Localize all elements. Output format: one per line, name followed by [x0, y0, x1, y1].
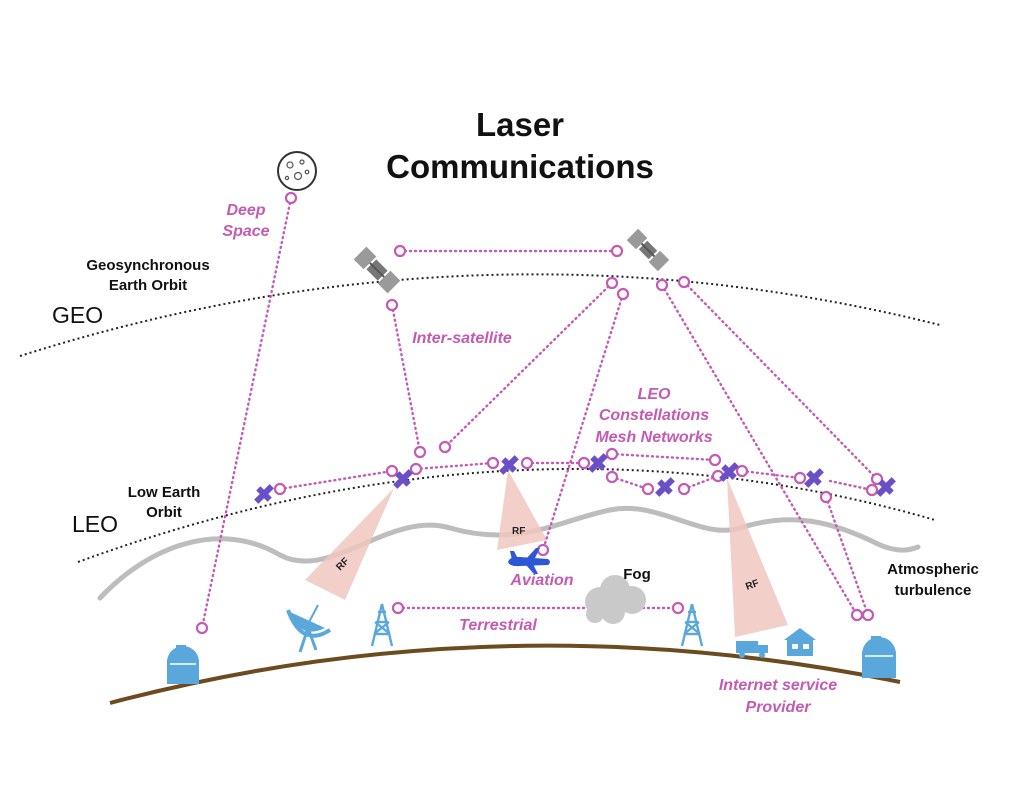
terminal — [610, 244, 624, 258]
terminal — [413, 445, 427, 459]
link-geo-leo-c — [682, 280, 879, 481]
terminal — [438, 440, 452, 454]
terminal — [195, 621, 209, 635]
link-terminals — [195, 191, 884, 635]
observatory-icon — [167, 645, 199, 684]
fog-label: Fog — [623, 566, 651, 583]
airplane-icon — [508, 548, 550, 574]
leo-label: LEO — [72, 511, 118, 537]
leo-satellite-icon — [393, 469, 413, 489]
isp-label-line-2: Provider — [746, 699, 812, 716]
terminal — [385, 464, 399, 478]
terminal — [536, 543, 550, 557]
link-leo-8 — [828, 479, 874, 492]
terminal — [409, 462, 423, 476]
leo-satellite-icon — [254, 484, 274, 504]
geo-name-line-1: Geosynchronous — [86, 257, 209, 274]
link-leo-2 — [414, 461, 495, 471]
atmospheric-label-line-1: Atmospheric — [887, 561, 979, 578]
inter-satellite-label: Inter-satellite — [412, 330, 512, 347]
link-leo-1 — [278, 469, 394, 491]
link-geo-leo-b — [443, 281, 614, 449]
geo-satellite-icon — [626, 228, 670, 272]
leo-satellite-icon — [719, 462, 739, 482]
link-leo-isp-b — [824, 495, 870, 617]
deep-space-label-line-2: Space — [222, 223, 269, 240]
terminal — [385, 298, 399, 312]
dish-antenna-icon — [286, 604, 332, 653]
leo-name-line-1: Low Earth — [128, 484, 201, 501]
leo-constellations-label-line-1: LEO — [638, 386, 671, 403]
geo-name-line-2: Earth Orbit — [109, 277, 187, 294]
title-line-1: Laser — [476, 106, 564, 143]
geo-satellite-icon — [353, 246, 401, 294]
leo-satellite-icon — [655, 477, 675, 497]
radio-tower-icon — [370, 603, 394, 647]
leo-satellite-icon — [876, 477, 896, 497]
link-geo-isp-a — [660, 283, 859, 617]
terminal — [486, 456, 500, 470]
terminal — [861, 608, 875, 622]
atmospheric-label-line-2: turbulence — [895, 582, 972, 599]
link-leo-7 — [740, 469, 802, 480]
geo-label: GEO — [52, 302, 103, 328]
isp-label-line-1: Internet service — [719, 677, 837, 694]
terminal — [671, 601, 685, 615]
truck-icon — [736, 641, 768, 658]
leo-constellations-label-line-3: Mesh Networks — [595, 429, 712, 446]
moon-icon — [277, 151, 317, 191]
terminal — [393, 244, 407, 258]
title-line-2: Communications — [386, 148, 654, 185]
leo-constellations-label-line-2: Constellations — [599, 407, 709, 424]
rf-beam-1 — [305, 488, 394, 600]
terminal — [641, 482, 655, 496]
terminal — [655, 278, 669, 292]
link-leo-5 — [610, 475, 650, 491]
terminal — [850, 608, 864, 622]
leo-satellite-icon — [588, 453, 608, 473]
laser-links — [200, 196, 879, 630]
terminal — [735, 464, 749, 478]
terminal — [677, 275, 691, 289]
terminal — [865, 483, 879, 497]
terminal — [708, 453, 722, 467]
leo-satellite-icon — [499, 455, 519, 475]
geo-orbit-line — [19, 273, 941, 357]
aviation-label: Aviation — [509, 572, 573, 589]
terminal — [819, 490, 833, 504]
fog-cloud-icon — [585, 575, 646, 624]
terminal — [605, 276, 619, 290]
leo-satellite-icon — [804, 468, 824, 488]
rf-beam-3 — [727, 478, 788, 637]
leo-name-line-2: Orbit — [146, 504, 182, 521]
rf-beam-2 — [497, 470, 547, 550]
terminal — [577, 456, 591, 470]
radio-tower-icon — [680, 603, 704, 647]
terminal — [793, 471, 807, 485]
terminal — [605, 447, 619, 461]
link-deep-space — [200, 196, 293, 630]
terrestrial-label: Terrestrial — [459, 617, 537, 634]
house-icon — [784, 628, 816, 656]
link-geo-aviation — [541, 292, 625, 552]
earth-surface — [109, 643, 901, 705]
terminal — [605, 470, 619, 484]
observatory-icon — [862, 636, 896, 678]
deep-space-label-line-1: Deep — [226, 202, 265, 219]
link-leo-4 — [610, 452, 717, 462]
terminal — [870, 472, 884, 486]
terminal — [616, 287, 630, 301]
link-geo-leo-a — [390, 303, 422, 454]
terminal — [677, 482, 691, 496]
rf-label-3: RF — [744, 578, 760, 593]
terminal — [391, 601, 405, 615]
terminal — [520, 456, 534, 470]
rf-label-2: RF — [512, 526, 525, 537]
terminal — [273, 482, 287, 496]
terminal — [284, 191, 298, 205]
